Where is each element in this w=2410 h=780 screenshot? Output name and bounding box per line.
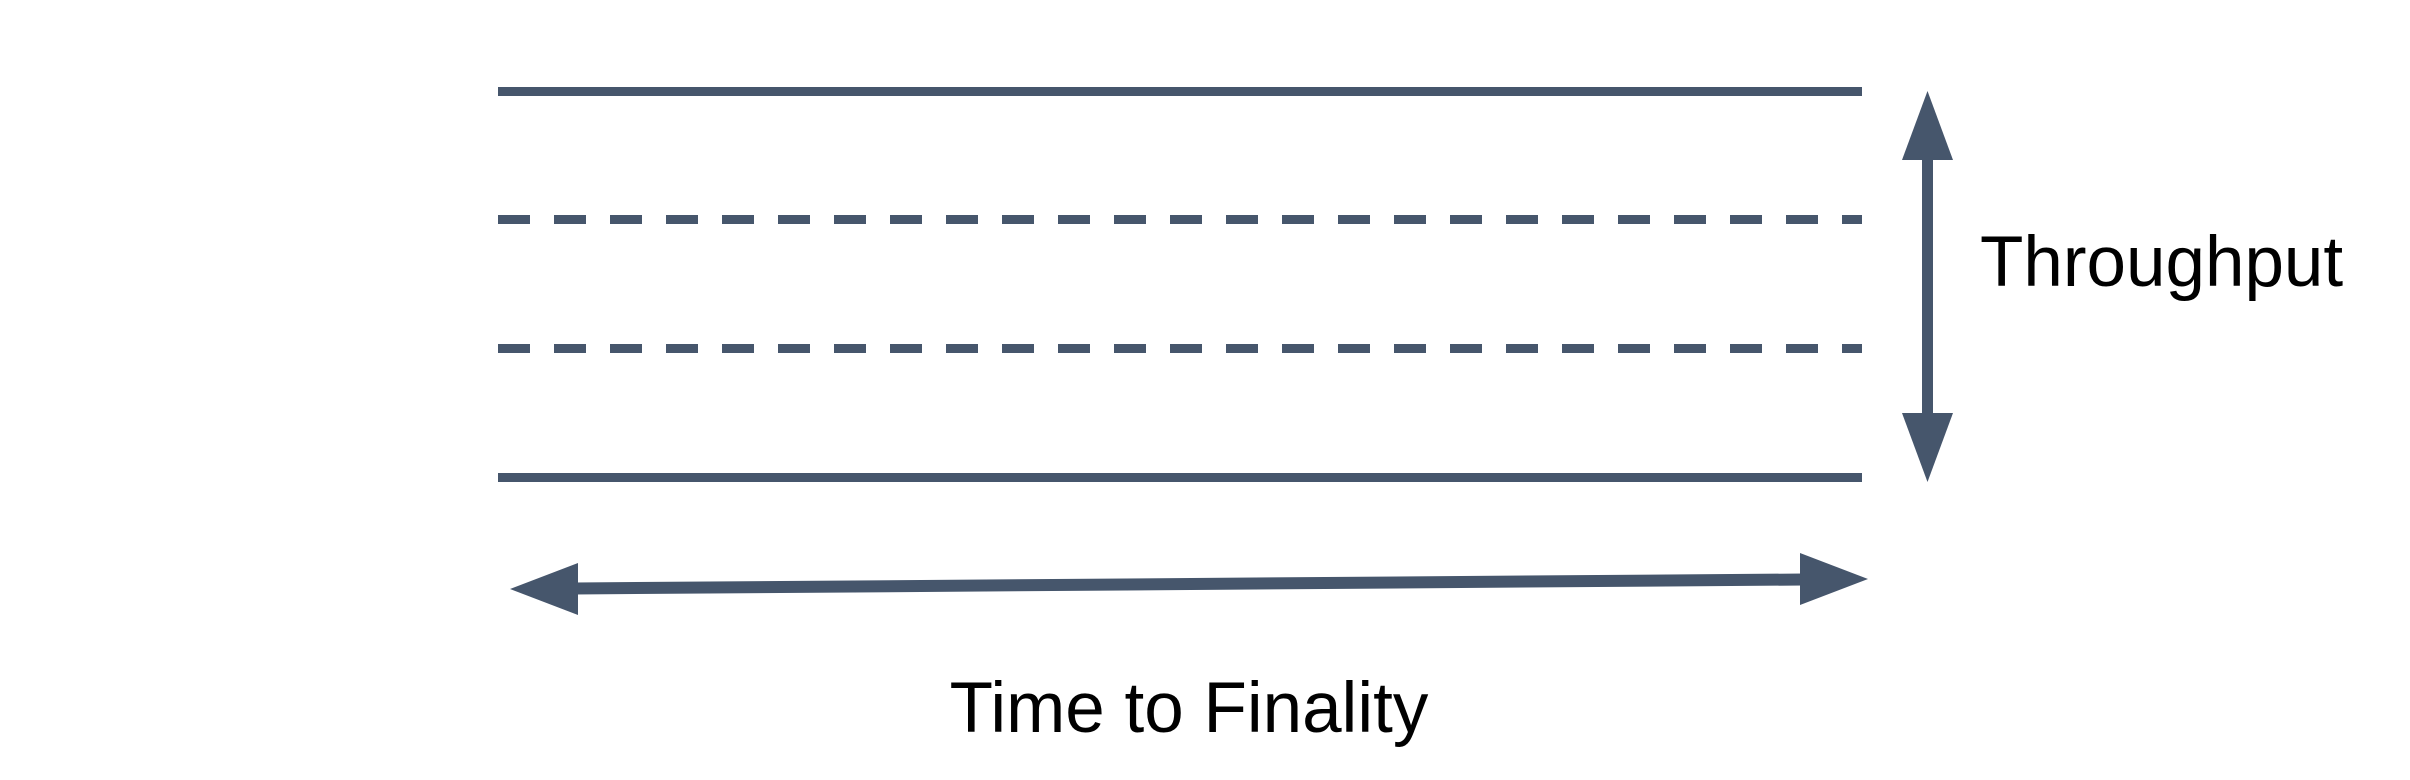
- throughput-double-arrow-icon: [1902, 91, 1953, 482]
- throughput-label: Throughput: [1980, 223, 2344, 302]
- time-arrow-head-left: [510, 563, 578, 615]
- throughput-arrow-head-down: [1902, 413, 1953, 482]
- throughput-arrow-head-up: [1902, 91, 1953, 160]
- time-arrow-head-right: [1800, 553, 1868, 605]
- band-bottom-line: [498, 473, 1862, 482]
- time-to-finality-label: Time to Finality: [949, 669, 1429, 748]
- time-to-finality-double-arrow-icon: [510, 553, 1868, 615]
- band-top-line: [498, 87, 1862, 96]
- time-arrow-shaft: [573, 573, 1805, 595]
